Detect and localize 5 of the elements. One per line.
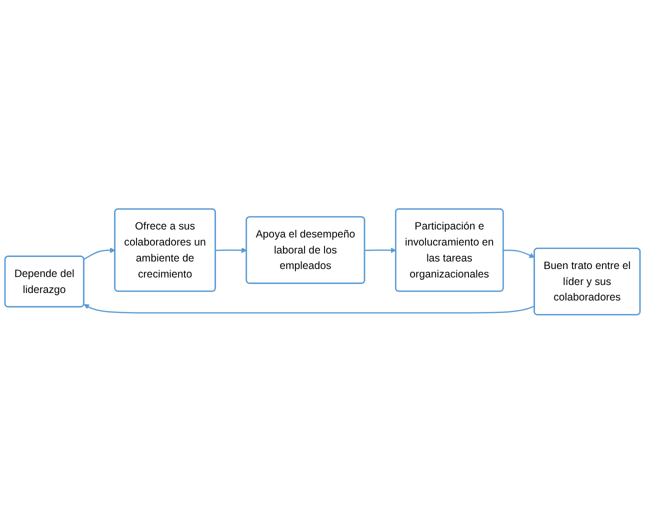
arrow [84,248,116,260]
arrow [216,248,247,254]
arrow [364,248,396,254]
arrow [503,250,535,258]
arrow [84,304,535,314]
